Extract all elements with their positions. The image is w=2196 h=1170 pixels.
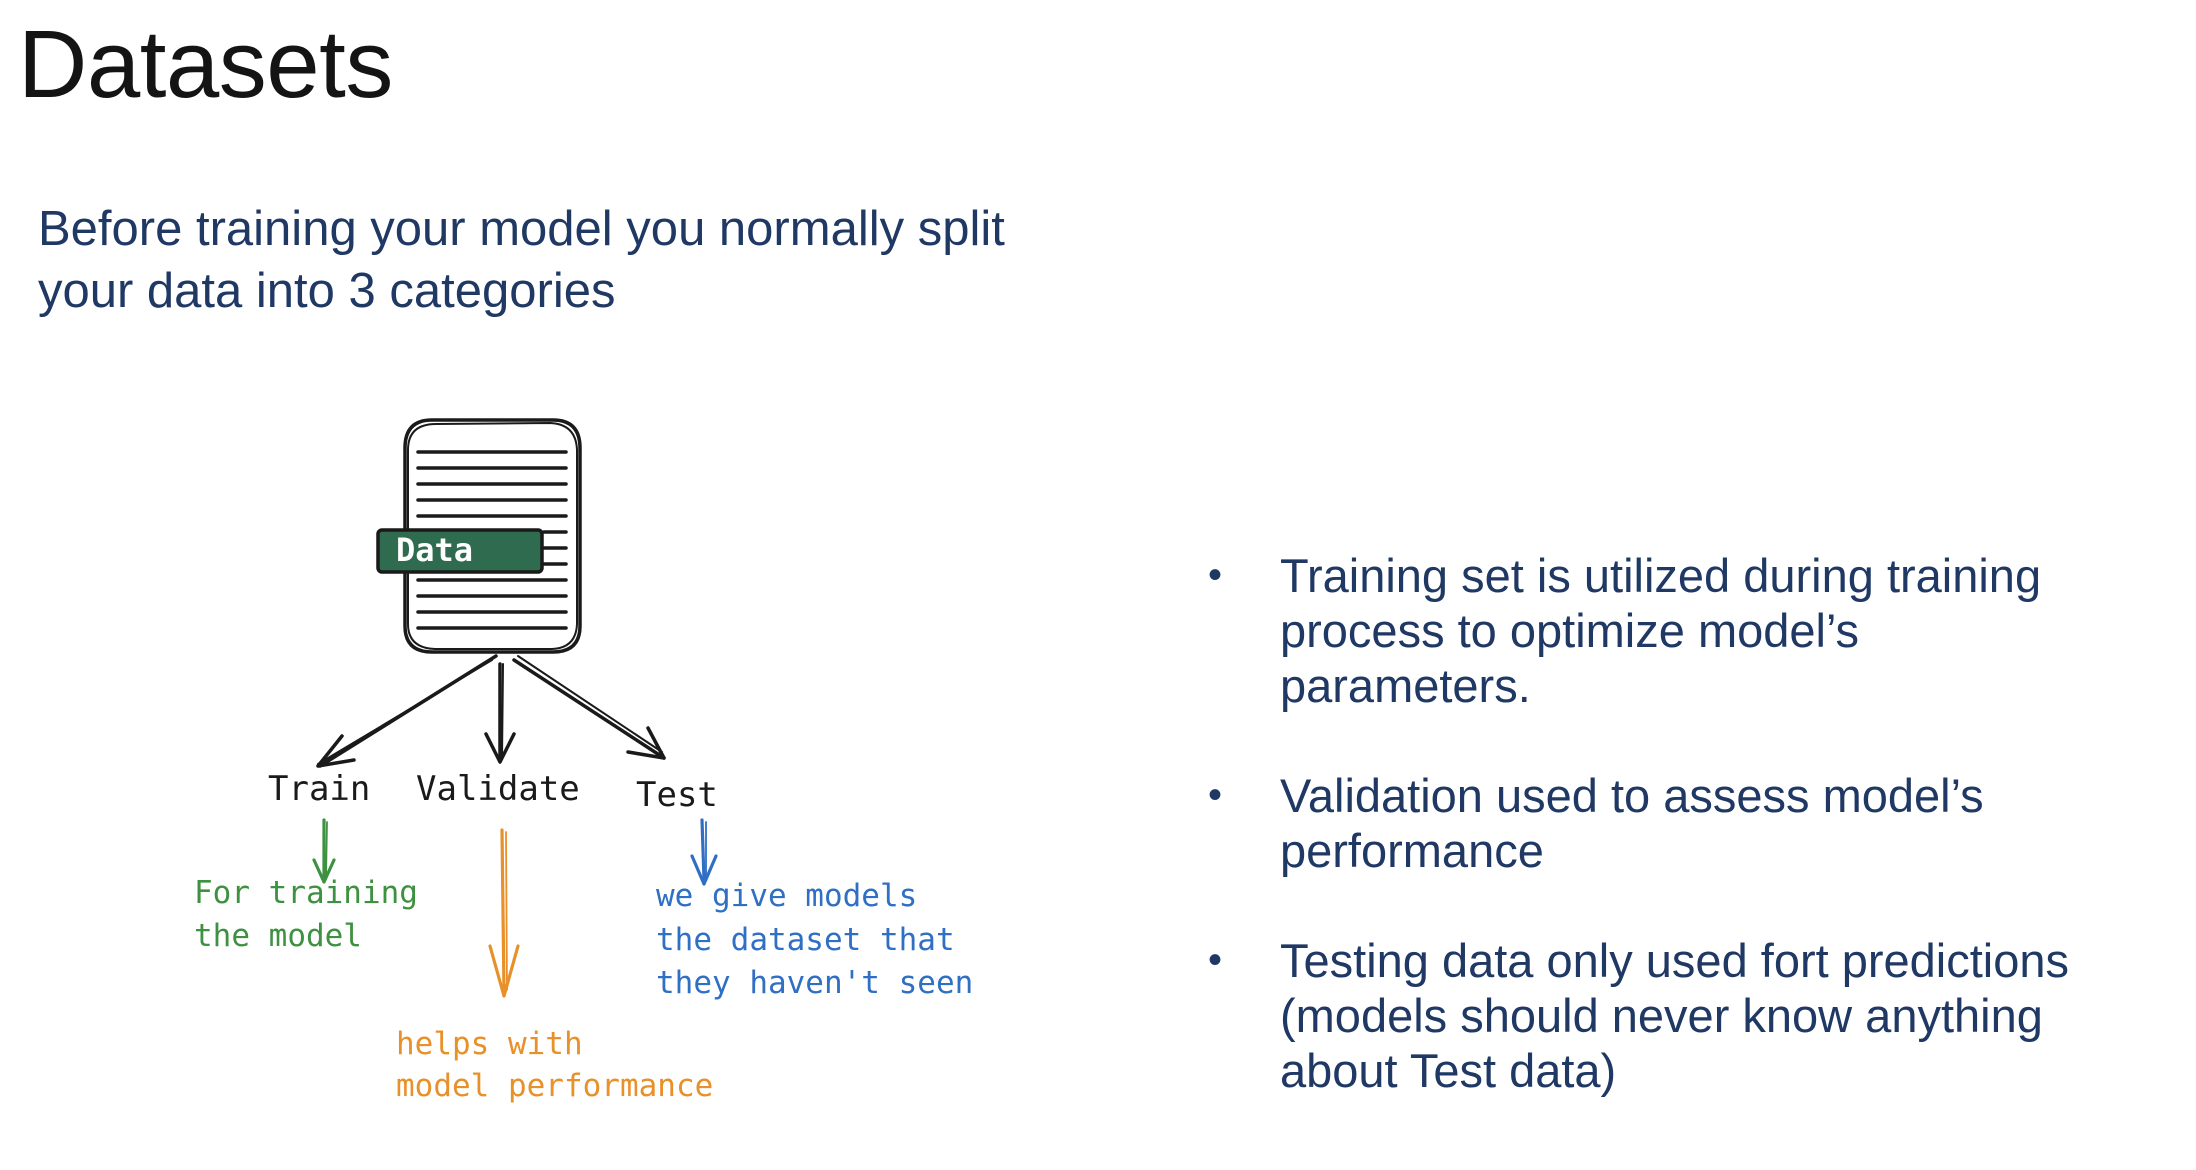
bullet-dot-icon: • bbox=[1208, 553, 1223, 597]
validate-note-arrow bbox=[488, 828, 520, 998]
intro-line: Before training your model you normally … bbox=[38, 202, 1005, 256]
test-note-line: the dataset that bbox=[656, 922, 955, 958]
split-arrows bbox=[316, 654, 666, 768]
node-train: Train bbox=[268, 769, 370, 809]
bullet-dot-icon: • bbox=[1208, 773, 1223, 817]
node-test: Test bbox=[636, 775, 718, 815]
test-note-line: we give models bbox=[656, 878, 917, 914]
train-note-line: For training bbox=[194, 875, 418, 911]
bullet-line: process to optimize model’s bbox=[1280, 604, 1860, 657]
bullet-list: • Training set is utilized during traini… bbox=[1200, 548, 2190, 1153]
bullet-line: (models should never know anything bbox=[1280, 989, 2043, 1042]
intro-line: your data into 3 categories bbox=[38, 264, 616, 318]
validate-note: helps with model performance bbox=[396, 1026, 713, 1104]
bullet-item-validation: • Validation used to assess model’s perf… bbox=[1200, 768, 2190, 878]
validate-note-line: helps with bbox=[396, 1026, 583, 1062]
bullet-line: Testing data only used fort predictions bbox=[1280, 934, 2070, 987]
train-note: For training the model bbox=[194, 875, 418, 954]
test-note-line: they haven't seen bbox=[656, 965, 973, 1001]
bullet-item-training: • Training set is utilized during traini… bbox=[1200, 548, 2190, 713]
slide-title: Datasets bbox=[18, 11, 393, 118]
bullet-line: Validation used to assess model’s bbox=[1280, 769, 1984, 822]
arrow-to-test bbox=[512, 658, 666, 760]
intro-text: Before training your model you normally … bbox=[38, 198, 1158, 322]
data-label: Data bbox=[376, 528, 544, 574]
bullet-line: about Test data) bbox=[1280, 1044, 1617, 1097]
train-note-line: the model bbox=[194, 918, 362, 954]
bullet-dot-icon: • bbox=[1208, 938, 1223, 982]
data-label-text: Data bbox=[396, 531, 473, 569]
bullet-item-testing: • Testing data only used fort prediction… bbox=[1200, 933, 2190, 1098]
node-validate: Validate bbox=[416, 769, 580, 809]
train-note-arrow bbox=[312, 818, 336, 884]
test-note-arrow bbox=[690, 818, 718, 886]
bullet-line: Training set is utilized during training bbox=[1280, 549, 2042, 602]
test-note: we give models the dataset that they hav… bbox=[656, 878, 973, 1001]
document-icon bbox=[403, 418, 582, 654]
bullet-line: performance bbox=[1280, 824, 1544, 877]
bullet-line: parameters. bbox=[1280, 659, 1531, 712]
validate-note-line: model performance bbox=[396, 1068, 713, 1104]
